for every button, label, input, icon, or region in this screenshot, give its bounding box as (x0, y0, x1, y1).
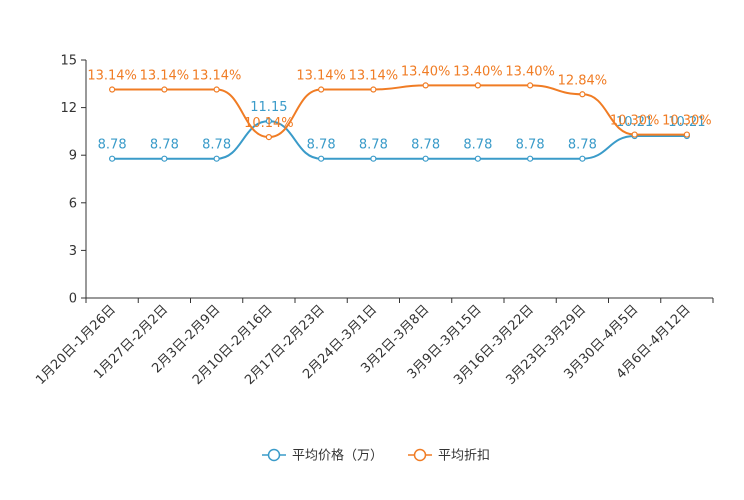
data-point (213, 86, 220, 93)
series-line-1 (112, 84, 687, 139)
data-point (579, 155, 586, 162)
y-tick-label: 15 (60, 54, 77, 69)
data-label: 13.14% (140, 69, 190, 84)
data-point (474, 155, 481, 162)
data-label: 13.40% (453, 64, 503, 79)
data-label: 10.30% (662, 114, 712, 129)
data-point (527, 82, 534, 89)
data-label: 8.78 (307, 138, 336, 153)
data-label: 11.15 (250, 100, 287, 115)
data-point (683, 131, 690, 138)
legend-marker-icon (413, 448, 427, 462)
data-label: 8.78 (202, 138, 231, 153)
y-tick-label: 3 (69, 244, 77, 259)
data-point (109, 86, 116, 93)
data-label: 8.78 (568, 138, 597, 153)
legend-label: 平均折扣 (438, 449, 490, 464)
data-point (109, 155, 116, 162)
data-label: 10.14% (244, 116, 294, 131)
legend-label: 平均价格（万） (292, 448, 383, 464)
y-tick-label: 6 (69, 196, 77, 211)
data-label: 12.84% (558, 73, 608, 88)
data-label: 13.14% (87, 69, 137, 84)
data-label: 13.40% (401, 64, 451, 79)
y-tick-label: 12 (60, 101, 77, 116)
data-point (579, 91, 586, 98)
data-point (631, 131, 638, 138)
data-label: 13.14% (296, 69, 346, 84)
data-point (422, 82, 429, 89)
y-tick-label: 0 (69, 292, 77, 307)
data-label: 8.78 (150, 138, 179, 153)
data-label: 8.78 (98, 138, 127, 153)
data-point (265, 134, 272, 141)
series-line-0 (112, 120, 687, 160)
data-label: 8.78 (463, 138, 492, 153)
data-label: 13.14% (349, 69, 399, 84)
data-label: 10.21 (668, 115, 705, 130)
data-point (161, 155, 168, 162)
data-label: 10.21 (616, 115, 653, 130)
data-point (527, 155, 534, 162)
data-label: 8.78 (516, 138, 545, 153)
legend-marker-icon (267, 448, 281, 462)
data-point (213, 155, 220, 162)
data-label: 13.40% (505, 64, 555, 79)
data-point (370, 86, 377, 93)
data-point (474, 82, 481, 89)
data-point (318, 155, 325, 162)
data-label: 8.78 (359, 138, 388, 153)
data-label: 8.78 (411, 138, 440, 153)
data-point (422, 155, 429, 162)
data-point (318, 86, 325, 93)
data-label: 13.14% (192, 69, 242, 84)
data-point (265, 117, 272, 125)
data-point (161, 86, 168, 93)
data-label: 10.30% (610, 114, 660, 129)
data-point (370, 155, 377, 162)
y-tick-label: 9 (69, 149, 77, 164)
